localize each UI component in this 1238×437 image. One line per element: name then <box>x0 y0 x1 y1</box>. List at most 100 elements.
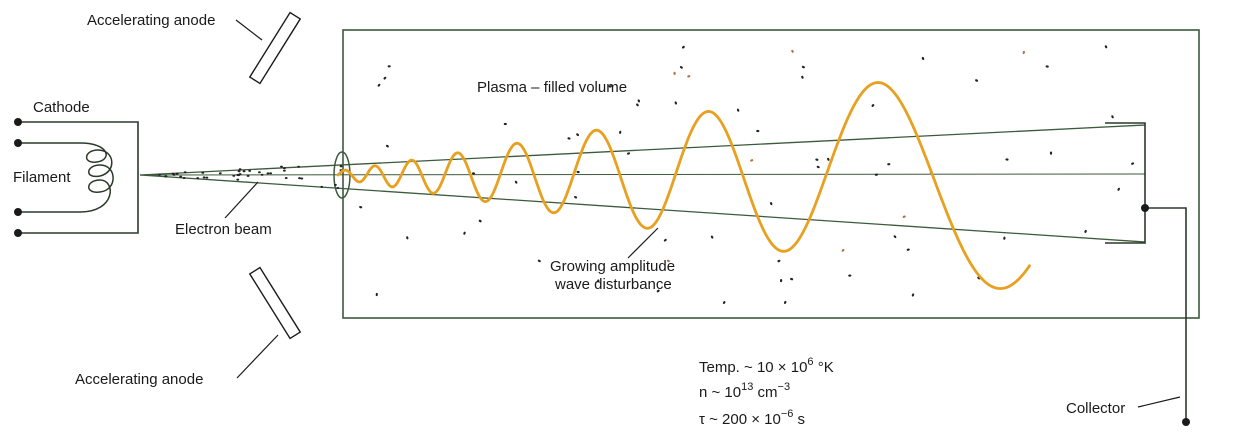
param-temp-exp: 6 <box>807 356 813 368</box>
growing-wave <box>336 81 1031 290</box>
electron-beam-pointer <box>224 181 259 219</box>
plasma-particle <box>874 173 878 176</box>
plasma-particle <box>887 163 891 166</box>
collector-lead <box>1145 207 1187 422</box>
plasma-particle <box>871 104 875 107</box>
anode-bottom-label: Accelerating anode <box>75 371 203 388</box>
plasma-particle <box>975 79 979 82</box>
plasma-particle <box>921 56 925 61</box>
plasma-particle <box>736 108 740 112</box>
plasma-particle <box>567 137 571 140</box>
plasma-particle <box>750 159 754 162</box>
plasma-particle <box>576 133 579 137</box>
plasma-particle <box>201 171 205 174</box>
plasma-particle <box>463 231 466 235</box>
cathode-label: Cathode <box>33 99 90 116</box>
collector-node <box>1141 204 1149 212</box>
plasma-particle <box>406 236 409 240</box>
plasma-particle <box>242 170 246 173</box>
param-tau-suffix: s <box>793 411 805 428</box>
filament-coil <box>79 142 114 213</box>
plasma-particle <box>1084 229 1087 233</box>
plasma-particle <box>801 65 805 69</box>
beam-lower-edge <box>139 174 1146 243</box>
plasma-particle <box>236 178 240 181</box>
plasma-particle <box>682 45 685 49</box>
plasma-particle <box>791 49 794 53</box>
plasma-particle <box>269 172 272 175</box>
growing-wave-label-1: Growing amplitude <box>550 258 675 275</box>
plasma-particle <box>280 165 283 168</box>
plasma-particle <box>298 177 301 180</box>
plasma-particle <box>636 103 639 107</box>
plasma-particle <box>1131 162 1135 165</box>
plasma-particle <box>827 157 830 161</box>
plasma-particle <box>756 129 760 133</box>
plasma-particle <box>334 183 337 186</box>
plasma-volume-label: Plasma – filled volume <box>477 79 627 96</box>
plasma-particle <box>911 293 915 297</box>
plasma-particle <box>906 248 910 251</box>
param-tau-prefix: τ ~ 200 × 10 <box>699 411 781 428</box>
plasma-particle <box>202 176 206 179</box>
collector-label: Collector <box>1066 400 1125 417</box>
plasma-particle <box>722 301 726 304</box>
collector-pointer <box>1137 396 1181 408</box>
plasma-particle <box>158 173 161 176</box>
plasma-particles <box>158 45 1135 304</box>
plasma-particle <box>1117 187 1120 191</box>
plasma-particle <box>266 172 270 175</box>
plasma-particle <box>679 66 683 69</box>
param-tau: τ ~ 200 × 10−6 s <box>699 408 805 428</box>
plasma-particle <box>172 173 176 176</box>
plasma-particle <box>232 174 236 177</box>
plasma-particle <box>666 259 670 263</box>
plasma-particle <box>205 176 209 179</box>
plasma-particle <box>503 122 507 126</box>
plasma-particle <box>537 259 541 263</box>
plasma-particle <box>478 219 482 223</box>
plasma-particle <box>674 101 677 105</box>
plasma-particle <box>238 168 242 171</box>
plasma-particle <box>784 300 787 304</box>
plasma-particle <box>893 235 897 239</box>
plasma-particle <box>770 202 773 206</box>
plasma-particle <box>777 259 781 263</box>
anode-top-label: Accelerating anode <box>87 12 215 29</box>
anode-bottom-plate <box>248 266 302 340</box>
plasma-particle <box>687 75 691 78</box>
plasma-particle <box>182 177 186 179</box>
plasma-particle <box>300 177 304 180</box>
param-density: n ~ 1013 cm−3 <box>699 381 790 401</box>
param-density-prefix: n ~ 10 <box>699 384 741 401</box>
plasma-chamber <box>342 29 1200 319</box>
plasma-particle <box>779 279 783 283</box>
plasma-particle <box>656 289 660 293</box>
plasma-particle <box>258 171 261 174</box>
param-density-exp: 13 <box>741 381 753 393</box>
plasma-particle <box>236 173 240 176</box>
plasma-particle <box>336 187 340 189</box>
plasma-particle <box>1111 115 1114 119</box>
plasma-particle <box>472 172 476 175</box>
plasma-particle <box>1104 45 1108 49</box>
plasma-particle <box>260 173 264 176</box>
plasma-particle <box>297 165 300 168</box>
plasma-particle <box>238 173 242 176</box>
plasma-particle <box>385 144 389 148</box>
param-temp-suffix: °K <box>814 359 834 376</box>
plasma-particle <box>790 277 794 281</box>
plasma-particle <box>359 206 363 209</box>
anode-top-plate <box>248 11 302 85</box>
plasma-particle <box>1045 65 1049 68</box>
anode-bottom-pointer <box>236 334 279 379</box>
plasma-particle <box>246 174 250 177</box>
plasma-particle <box>218 172 222 175</box>
plasma-particle <box>801 75 804 79</box>
plasma-particle <box>514 180 518 184</box>
plasma-particle <box>183 171 187 174</box>
plasma-particle <box>574 196 578 199</box>
plasma-particle <box>283 169 286 172</box>
